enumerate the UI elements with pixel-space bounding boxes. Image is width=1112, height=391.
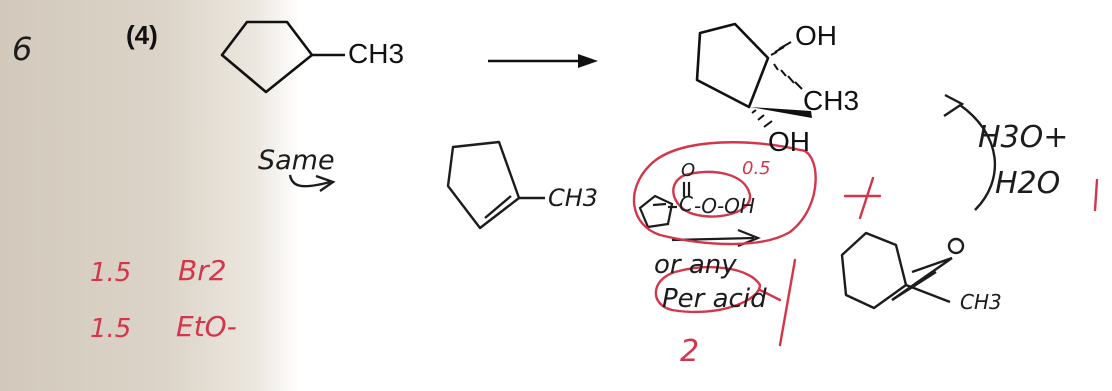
carbonyl-circle xyxy=(672,170,752,218)
hashed-bond-ch3 xyxy=(773,63,803,90)
product-oh-top: OH xyxy=(795,20,837,51)
diol-ring xyxy=(695,22,770,109)
red-markup xyxy=(632,141,1099,347)
hashed-bond-oh-bottom xyxy=(751,109,773,128)
reagent-h2o: H2O xyxy=(995,166,1061,201)
problem-number: 6 xyxy=(12,30,33,68)
methylcyclopentane-ring xyxy=(220,20,314,94)
peracid-carbon: C xyxy=(679,192,693,216)
hashed-bond-oh-top xyxy=(770,41,792,56)
reaction-arrow xyxy=(488,54,598,68)
peracid-note: Per acid xyxy=(662,284,767,314)
epoxide-methyl-label: CH3 xyxy=(960,290,1002,314)
peracid-circle xyxy=(632,141,817,246)
product-oh-bottom: OH xyxy=(768,126,810,157)
hydrolysis-arrow-head xyxy=(943,93,965,117)
reagent-h3o: H3O+ xyxy=(978,120,1069,155)
cyclopentene-ring xyxy=(446,140,521,230)
peracid-carbonyl-o: O xyxy=(681,160,696,181)
hydrolysis-arrow xyxy=(959,104,997,211)
paper-shadow xyxy=(0,0,300,391)
score-peracid-top: 0.5 xyxy=(742,158,771,179)
same-arrow-head xyxy=(315,174,336,192)
part-label: (4) xyxy=(126,20,158,50)
score-br2: 1.5 xyxy=(90,258,132,288)
tally-mark xyxy=(1093,178,1099,212)
check-mark-top xyxy=(843,176,882,220)
alkene-methyl-label: CH3 xyxy=(548,184,599,212)
score-eto: 1.5 xyxy=(90,314,132,344)
score-two: 2 xyxy=(680,334,700,369)
wedge-bond xyxy=(750,107,812,118)
same-note: Same xyxy=(258,145,335,176)
reagent-eto: EtO- xyxy=(176,310,237,343)
same-arrow xyxy=(288,174,331,188)
peracid-word-circle xyxy=(654,265,762,314)
check-mark-bottom xyxy=(758,258,797,347)
or-any-note: or any xyxy=(654,250,737,280)
peracid-tail: -O-OH xyxy=(694,194,755,218)
reagent-br2: Br2 xyxy=(178,254,227,287)
start-methyl-label: CH3 xyxy=(348,38,405,69)
alkene-double-bond xyxy=(484,195,512,219)
product-ch3: CH3 xyxy=(803,85,860,116)
epoxide-structure xyxy=(840,231,965,310)
